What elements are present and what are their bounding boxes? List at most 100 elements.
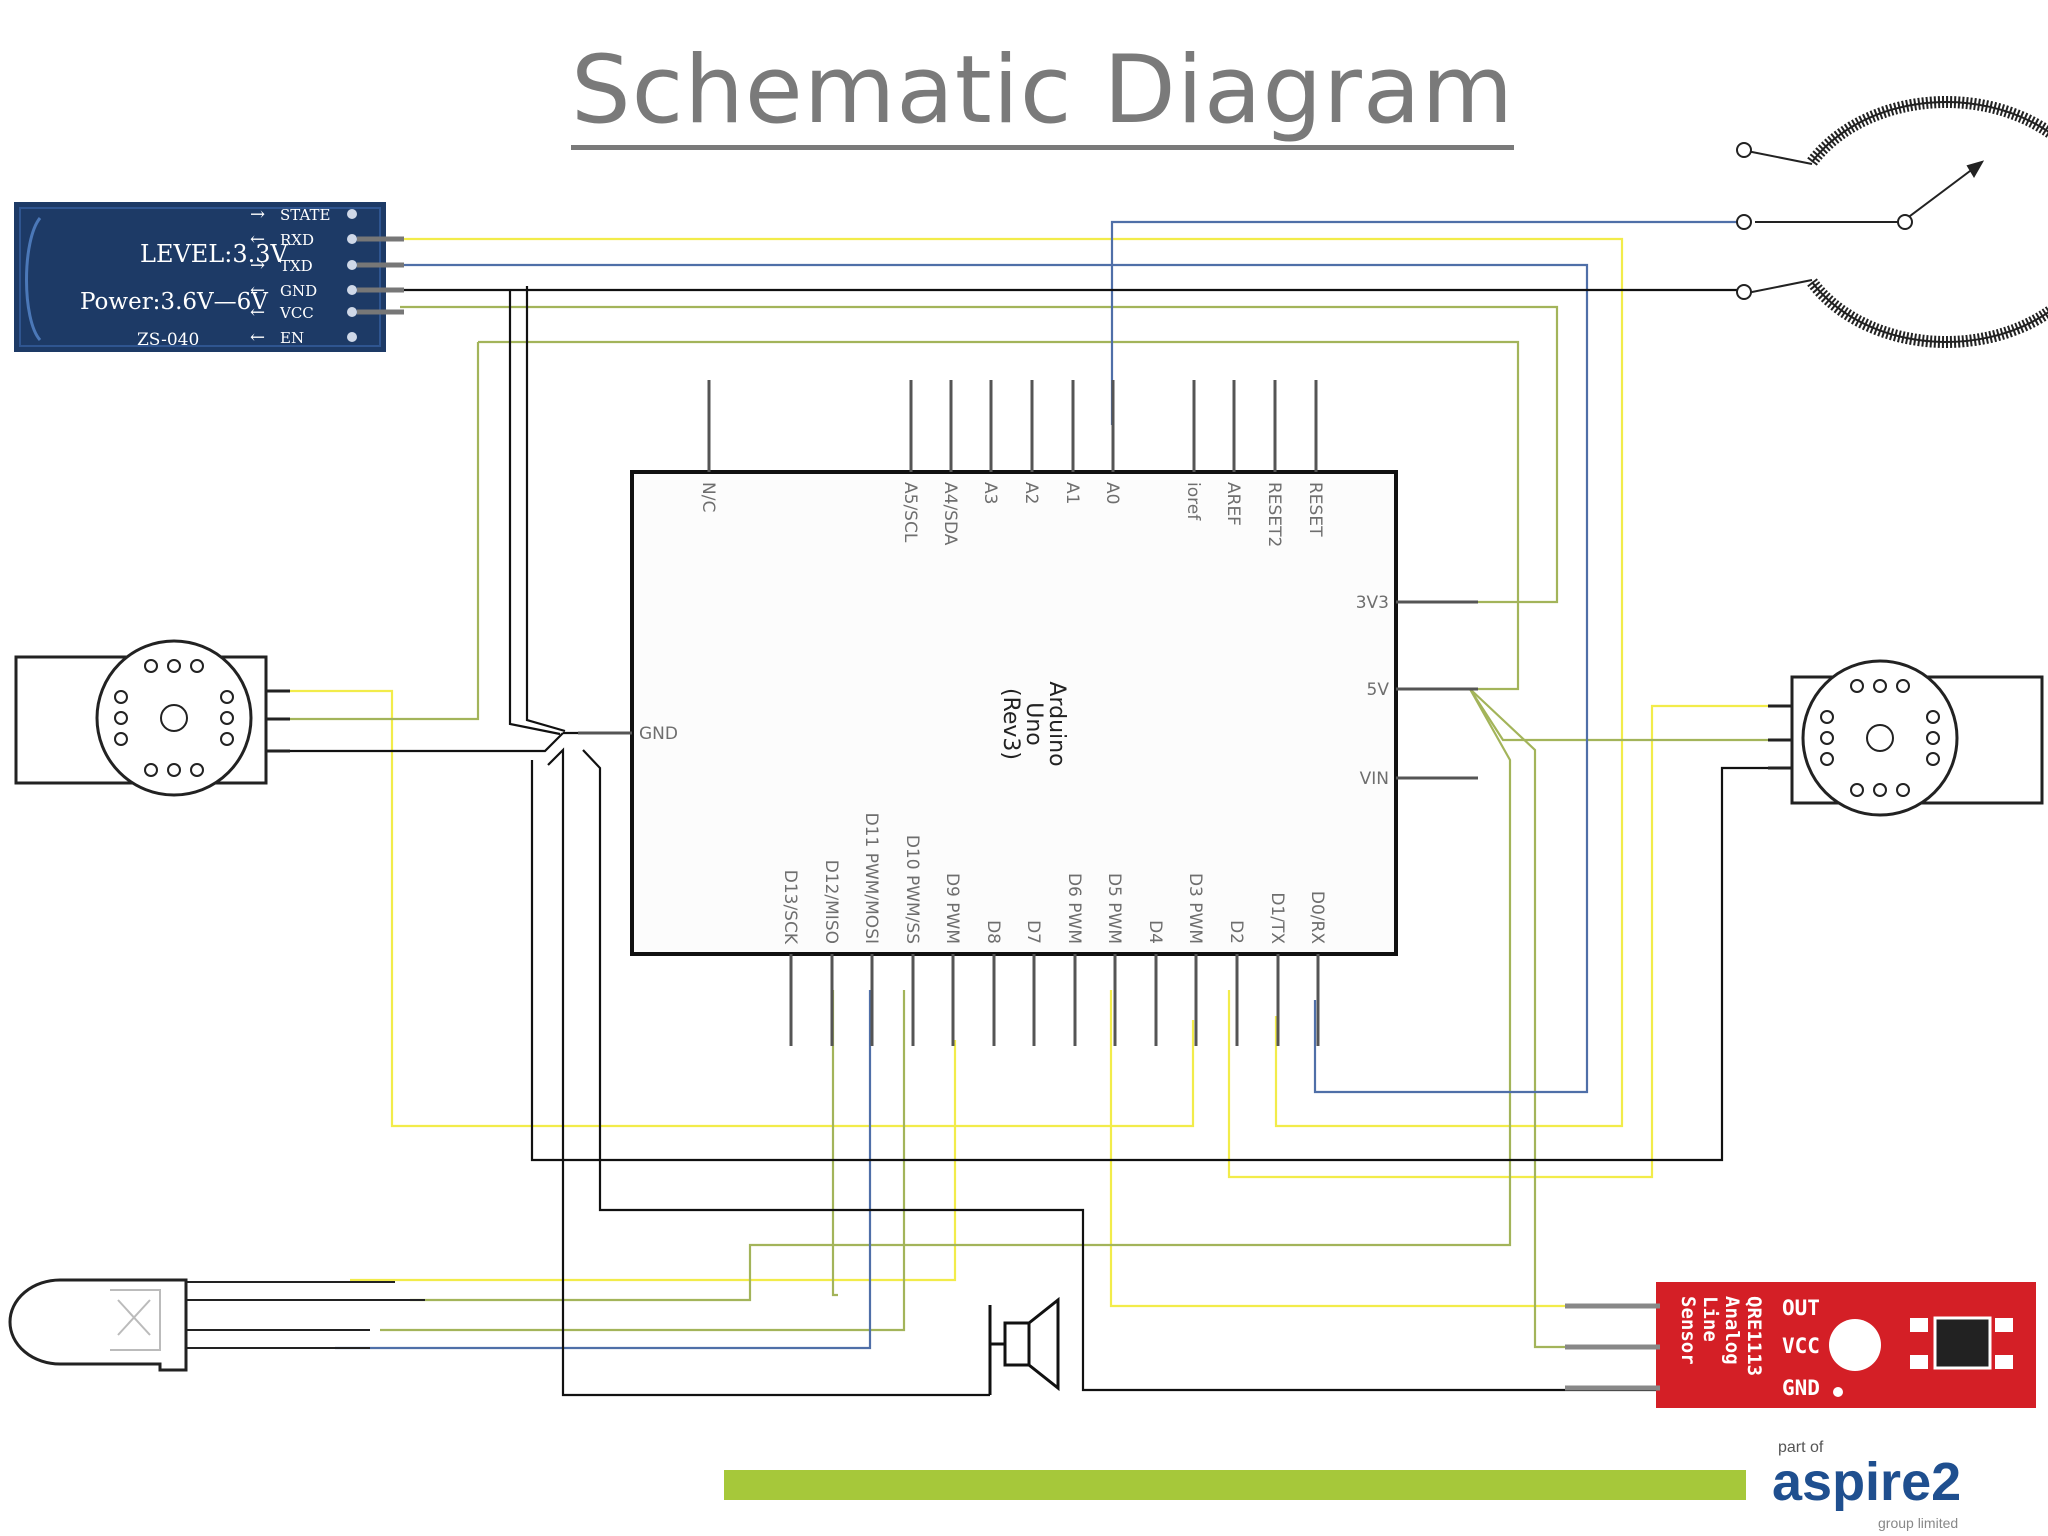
brand-bar	[724, 1470, 1746, 1500]
wire-qre-out	[1109, 990, 1678, 1308]
pin-label-vin: VIN	[1360, 769, 1389, 789]
bt-pin-arrow-icon: ←	[250, 280, 265, 301]
wires	[268, 220, 1773, 1397]
arduino-board: N/C A5/SCL A4/SDA A3 A2 A1 A0 ioref AREF RESET2 RE…	[578, 380, 1478, 1046]
pin-label-a2: A2	[1021, 482, 1041, 504]
pin-label-aref: AREF	[1223, 482, 1243, 526]
bt-pin-label-rxd: RXD	[280, 231, 314, 249]
wire-pot-wiper	[1110, 220, 1750, 425]
qre-name-line: Analog	[1721, 1296, 1743, 1365]
arduino-left-pins: GND	[578, 724, 678, 744]
wire-5v-motor-right	[1469, 688, 1773, 742]
page-title-text: Schematic Diagram	[570, 36, 1515, 150]
pin-label-d6-pwm: D6 PWM	[1064, 873, 1084, 944]
motor-right	[1768, 659, 2044, 817]
bt-pin-arrow-icon: ←	[250, 229, 265, 250]
pin-label-gnd: GND	[639, 724, 678, 744]
pin-label-a3: A3	[980, 482, 1000, 504]
bt-pin-arrow-icon: ←	[250, 302, 265, 323]
pin-label-reset2: RESET2	[1264, 482, 1284, 547]
qre-name-line: Sensor	[1677, 1296, 1699, 1365]
bt-pin-arrow-icon: →	[250, 255, 265, 276]
wire-bt-gnd-drop2	[525, 286, 566, 733]
arduino-right-pins: 3V3 5V VIN	[1356, 593, 1478, 789]
qre-pin-vcc: VCC	[1782, 1334, 1820, 1358]
pin-label-d4: D4	[1145, 920, 1165, 944]
bt-level-label: LEVEL:3.3V	[140, 240, 289, 268]
pin-label-d8: D8	[983, 920, 1003, 944]
pin-label-a0: A0	[1102, 482, 1122, 504]
qre-pin-gnd: GND	[1782, 1376, 1820, 1400]
bt-pin-label-en: EN	[280, 329, 304, 347]
pin-label-d3-pwm: D3 PWM	[1185, 873, 1205, 944]
pin-label-d1-tx: D1/TX	[1267, 892, 1287, 944]
board-name-line: (Rev3)	[998, 688, 1023, 760]
wire-gnd-qre	[582, 749, 1678, 1392]
bt-pin-dot	[347, 209, 357, 219]
bt-pin-dot	[347, 285, 357, 295]
wire-led-blue	[335, 990, 872, 1350]
speaker	[988, 1296, 1060, 1395]
motor-left	[14, 639, 290, 797]
pin-label-d0-rx: D0/RX	[1307, 891, 1327, 944]
pin-label-a4-sda: A4/SDA	[940, 482, 960, 546]
pin-label-d12-miso: D12/MISO	[821, 860, 841, 944]
board-name-line: Arduino	[1044, 681, 1069, 766]
wire-bt-gnd-drop	[508, 290, 561, 736]
wire-5v-bus	[478, 340, 1520, 691]
bt-pin-dot	[347, 332, 357, 342]
bt-pin-dot	[347, 260, 357, 270]
qre-name-line: Line	[1699, 1296, 1721, 1342]
rgb-led	[8, 1278, 425, 1372]
wire-bt-rxd	[400, 237, 1624, 1128]
arduino-bottom-pins: D13/SCK D12/MISO D11 PWM/MOSI D10 PWM/SS D9 …	[780, 813, 1327, 1046]
wire-d12	[831, 990, 838, 1297]
bt-pin-label-state: STATE	[280, 206, 330, 224]
wire-gnd-right-motor	[530, 760, 1773, 1162]
board-name-line: Uno	[1021, 702, 1046, 746]
brand-sub: group limited	[1878, 1515, 1958, 1531]
bluetooth-module: LEVEL:3.3V Power:3.6V—6V ZS-040 → STATE ← R…	[14, 202, 404, 352]
wire-5v-qre	[1469, 688, 1678, 1349]
bt-power-label: Power:3.6V—6V	[80, 289, 268, 315]
pin-label-ioref: ioref	[1183, 482, 1203, 521]
pin-label-a1: A1	[1062, 482, 1082, 504]
potentiometer	[1736, 96, 2048, 348]
bt-pin-label-txd: TXD	[280, 257, 313, 275]
wire-bt-txd	[400, 263, 1589, 1094]
pin-label-d11-pwm-mosi: D11 PWM/MOSI	[861, 813, 881, 944]
bt-pin-arrow-icon: →	[250, 204, 265, 225]
pin-label-5v: 5V	[1367, 680, 1390, 700]
brand-part-of: part of	[1778, 1439, 1824, 1456]
wire-gnd-led	[547, 747, 990, 1397]
bt-pin-label-gnd: GND	[280, 282, 317, 300]
bt-pin-arrow-icon: ←	[250, 327, 265, 348]
bt-pin-dot	[347, 307, 357, 317]
pin-label-3v3: 3V3	[1356, 593, 1389, 613]
arduino-top-pins: N/C A5/SCL A4/SDA A3 A2 A1 A0 ioref AREF RESET2 RE…	[698, 380, 1325, 547]
bt-pin-label-vcc: VCC	[279, 304, 314, 322]
wire-5v-led	[410, 688, 1512, 1302]
brand-footer: part of aspire2 group limited	[724, 1439, 1961, 1531]
pin-label-d5-pwm: D5 PWM	[1104, 873, 1124, 944]
bt-pin-list: → STATE ← RXD → TXD ← GND ← VCC ← EN	[250, 204, 404, 348]
pin-label-a5-scl: A5/SCL	[900, 482, 920, 543]
pin-label-d2: D2	[1226, 920, 1246, 944]
wire-motor-right-signal	[1227, 704, 1773, 1179]
pin-label-d10-pwm-ss: D10 PWM/SS	[902, 835, 922, 944]
bt-model-label: ZS-040	[137, 330, 199, 350]
wire-motor-left-vcc	[268, 342, 480, 721]
pin-label-d9-pwm: D9 PWM	[942, 873, 962, 944]
pin-label-n-c: N/C	[698, 482, 718, 512]
pin-label-d13-sck: D13/SCK	[780, 870, 800, 945]
bt-pin-dot	[347, 234, 357, 244]
pin-label-d7: D7	[1023, 920, 1043, 944]
pin-label-reset: RESET	[1305, 482, 1325, 537]
qre-name-line: QRE1113	[1743, 1296, 1765, 1376]
wire-motor-left-signal	[268, 689, 1195, 1128]
brand-name: aspire2	[1772, 1452, 1961, 1512]
